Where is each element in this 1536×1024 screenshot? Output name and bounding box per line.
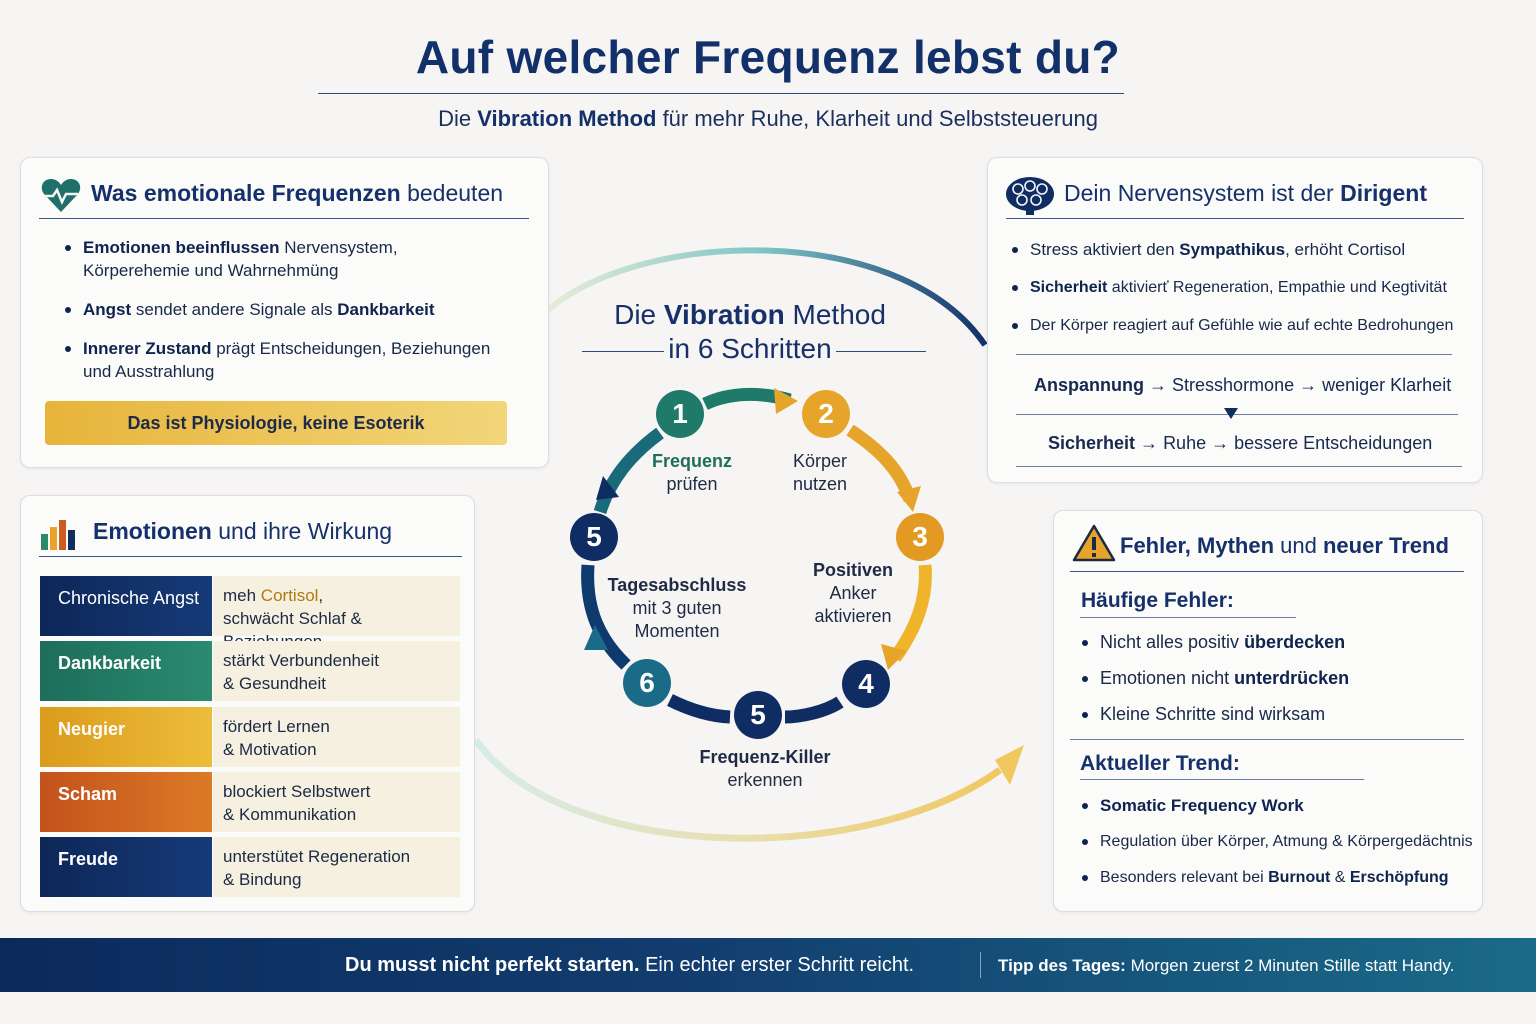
heart-wave-icon bbox=[41, 179, 81, 212]
bar-chart-icon bbox=[41, 520, 75, 550]
step-3-badge: 3 bbox=[896, 513, 944, 561]
footer-tip: Tipp des Tages: Morgen zuerst 2 Minuten … bbox=[998, 956, 1455, 975]
cycle-arc-4-5 bbox=[784, 696, 844, 724]
cycle-arc-5b-1 bbox=[593, 427, 664, 515]
frequency-bullet-list: Emotionen beeinflussen Nervensystem, Kör… bbox=[63, 236, 503, 383]
table-row: Chronische Angst meh Cortisol,schwächt S… bbox=[40, 576, 460, 651]
emotion-effect: fördert Lernen& Motivation bbox=[213, 707, 460, 767]
mistakes-underline bbox=[1080, 617, 1296, 618]
emotion-effect: unterstütet Regeneration& Bindung bbox=[213, 837, 460, 897]
table-row: Scham blockiert Selbstwert& Kommunikatio… bbox=[40, 772, 460, 832]
warning-icon bbox=[1072, 524, 1116, 562]
swoosh-top bbox=[546, 247, 988, 347]
trend-underline bbox=[1080, 779, 1364, 780]
list-item: Kleine Schritte sind wirksam bbox=[1080, 703, 1470, 726]
list-item: Somatic Frequency Work bbox=[1080, 794, 1480, 817]
mistakes-heading: Häufige Fehler: bbox=[1081, 589, 1234, 612]
table-row: Freude unterstütet Regeneration& Bindung bbox=[40, 837, 460, 897]
list-item: Besonders relevant bei Burnout & Erschöp… bbox=[1080, 866, 1480, 889]
emotion-effect: stärkt Verbundenheit& Gesundheit bbox=[213, 641, 460, 701]
title-divider bbox=[318, 93, 1124, 94]
list-item: Innerer Zustand prägt Entscheidungen, Be… bbox=[63, 337, 503, 383]
footer-message: Du musst nicht perfekt starten. Ein echt… bbox=[345, 954, 915, 976]
subtitle-method-name: Vibration Method bbox=[477, 106, 657, 131]
card-divider bbox=[1070, 571, 1464, 572]
step-1-badge: 1 bbox=[656, 390, 704, 438]
card-title: Dein Nervensystem ist der Dirigent bbox=[1064, 180, 1427, 206]
trend-list: Somatic Frequency Work Regulation über K… bbox=[1080, 794, 1480, 889]
subtitle-prefix: Die bbox=[438, 106, 478, 131]
list-item: Regulation über Körper, Atmung & Körperg… bbox=[1080, 830, 1480, 853]
cycle-arc-5-6 bbox=[667, 694, 731, 724]
trend-heading: Aktueller Trend: bbox=[1080, 752, 1240, 775]
emotion-effect: blockiert Selbstwert& Kommunikation bbox=[213, 772, 460, 832]
safety-flow: Sicherheit → Ruhe → bessere Entscheidung… bbox=[1048, 433, 1433, 453]
table-row: Dankbarkeit stärkt Verbundenheit& Gesund… bbox=[40, 641, 460, 701]
cycle-arrowhead-3 bbox=[897, 486, 921, 512]
method-title-rule-left bbox=[582, 351, 664, 352]
cycle-arrowhead-2 bbox=[774, 388, 798, 414]
cycle-arrowhead-6 bbox=[584, 625, 608, 650]
method-title-rule-right bbox=[836, 351, 926, 352]
step-4-badge: 4 bbox=[842, 660, 890, 708]
page-title: Auf welcher Frequenz lebst du? bbox=[415, 31, 1121, 83]
subtitle-suffix: für mehr Ruhe, Klarheit und Selbststeuer… bbox=[656, 106, 1098, 131]
step-6-badge: 6 bbox=[623, 659, 671, 707]
cycle-arc-6-5b bbox=[581, 564, 631, 670]
card-title: Fehler, Mythen und neuer Trend bbox=[1120, 533, 1449, 558]
mistakes-list: Nicht alles positiv überdecken Emotionen… bbox=[1080, 631, 1470, 726]
footer-banner: Du musst nicht perfekt starten. Ein echt… bbox=[0, 938, 1536, 992]
list-item: Nicht alles positiv überdecken bbox=[1080, 631, 1470, 654]
footer-separator bbox=[980, 952, 981, 978]
step-2-badge: 2 bbox=[802, 390, 850, 438]
list-item: Emotionen beeinflussen Nervensystem, Kör… bbox=[63, 236, 503, 282]
card-divider bbox=[39, 556, 462, 557]
table-row: Neugier fördert Lernen& Motivation bbox=[40, 707, 460, 767]
emotion-label: Neugier bbox=[40, 707, 212, 767]
flow-divider-bottom bbox=[1016, 466, 1462, 467]
swoosh-bottom-arrowhead bbox=[995, 745, 1024, 785]
brain-icon bbox=[1006, 177, 1054, 215]
cycle-arrowhead-5b bbox=[596, 476, 619, 500]
card-divider bbox=[39, 218, 529, 219]
list-item: Sicherheit aktivierť Regeneration, Empat… bbox=[1010, 276, 1480, 299]
flow-down-arrow-icon bbox=[1224, 408, 1238, 419]
step-5-badge: 5 bbox=[734, 691, 782, 739]
cycle-arc-3-4 bbox=[889, 564, 932, 662]
flow-divider-top bbox=[1016, 354, 1452, 355]
card-nervous-system: Dein Nervensystem ist der Dirigent Stres… bbox=[987, 157, 1483, 483]
emotion-label: Chronische Angst bbox=[40, 576, 212, 636]
emotion-label: Scham bbox=[40, 772, 212, 832]
list-item: Stress aktiviert den Sympathikus, erhöht… bbox=[1010, 238, 1480, 261]
card-myths-trend: Fehler, Mythen und neuer Trend Häufige F… bbox=[1053, 510, 1483, 912]
list-item: Der Körper reagiert auf Gefühle wie auf … bbox=[1010, 314, 1480, 337]
highlight-banner: Das ist Physiologie, keine Esoterik bbox=[45, 401, 507, 445]
card-title: Was emotionale Frequenzen bedeuten bbox=[91, 180, 504, 206]
step-5b-badge: 5 bbox=[570, 513, 618, 561]
list-item: Angst sendet andere Signale als Dankbark… bbox=[63, 298, 503, 321]
stress-flow: Anspannung → Stresshormone → weniger Kla… bbox=[1034, 375, 1452, 395]
cycle-arrowhead-4 bbox=[881, 644, 907, 670]
nervous-bullet-list: Stress aktiviert den Sympathikus, erhöht… bbox=[1010, 238, 1480, 337]
trend-divider bbox=[1070, 739, 1464, 740]
card-divider bbox=[1006, 218, 1464, 219]
emotion-effect: meh Cortisol,schwächt Schlaf & Beziehung… bbox=[213, 576, 460, 651]
emotion-label: Dankbarkeit bbox=[40, 641, 212, 701]
emotion-label: Freude bbox=[40, 837, 212, 897]
swoosh-bottom bbox=[473, 737, 1003, 842]
page-subtitle: Die Vibration Method für mehr Ruhe, Klar… bbox=[0, 106, 1536, 132]
card-title: Emotionen und ihre Wirkung bbox=[93, 518, 393, 544]
list-item: Emotionen nicht unterdrücken bbox=[1080, 667, 1470, 690]
